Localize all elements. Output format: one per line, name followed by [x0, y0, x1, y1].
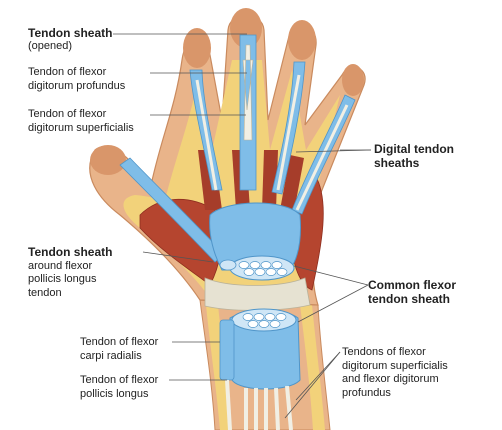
pollicis-longus-cross-section	[219, 259, 237, 271]
tendon-index	[195, 79, 218, 191]
label-common-flexor-sheath-line2: tendon sheath	[368, 292, 451, 306]
leader-common-a	[293, 265, 369, 286]
common-flexor-sheath-upper	[209, 202, 301, 271]
wrist-fat-right	[300, 305, 325, 430]
tendon-cross-sections-bottom	[242, 313, 287, 328]
forearm-tendons	[225, 379, 293, 430]
thumb-tip	[90, 145, 126, 175]
ring-fingertip	[288, 20, 316, 60]
label-digital-tendon-sheaths-line2: sheaths	[374, 156, 420, 170]
label-flexor-pollicis-longus-line1: Tendon of flexor	[80, 374, 159, 386]
lumbrical-3	[262, 150, 278, 210]
leader-pollicis-sheath	[142, 251, 214, 263]
label-flexor-carpi-radialis-line2: carpi radialis	[80, 349, 142, 362]
label-tendon-sheath-opened: Tendon sheath (opened)	[28, 26, 112, 54]
label-digital-tendon-sheaths-line1: Digital tendon	[374, 142, 454, 156]
tendon-little	[295, 104, 349, 211]
label-tendon-sheath-pollicis: Tendon sheath around flexor pollicis lon…	[28, 245, 113, 300]
flexor-retinaculum	[204, 277, 311, 311]
leader-digital-b	[295, 149, 372, 153]
label-tendons-flexor-digitorum-line1: Tendons of flexor	[342, 346, 426, 358]
label-flexor-superficialis: Tendon of flexor digitorum superficialis	[28, 108, 134, 135]
label-flexor-superficialis-line1: Tendon of flexor	[28, 108, 107, 120]
label-tendon-sheath-pollicis-line1: around flexor	[28, 259, 93, 272]
opened-sheath-tendons	[242, 44, 254, 141]
common-sheath-cross-section	[229, 255, 295, 281]
label-tendons-flexor-digitorum-line2: digitorum superficialis	[342, 359, 448, 372]
label-flexor-profundus: Tendon of flexor digitorum profundus	[28, 66, 125, 93]
leader-lines	[113, 33, 372, 419]
label-digital-tendon-sheaths: Digital tendon sheaths	[374, 142, 454, 170]
label-flexor-pollicis-longus: Tendon of flexor pollicis longus	[80, 374, 158, 401]
tendon-ring	[276, 74, 301, 191]
flexor-carpi-radialis-sheath	[219, 319, 235, 381]
little-fingertip	[342, 64, 364, 96]
leader-forearm-b	[284, 351, 341, 419]
leader-forearm-a	[295, 351, 341, 401]
leader-common-b	[297, 284, 369, 323]
lumbrical-4	[280, 155, 304, 212]
label-flexor-carpi-radialis: Tendon of flexor carpi radialis	[80, 336, 158, 363]
label-tendon-sheath-opened-title: Tendon sheath	[28, 26, 113, 40]
label-flexor-profundus-line2: digitorum profundus	[28, 79, 126, 92]
label-flexor-superficialis-line2: digitorum superficialis	[28, 121, 134, 134]
label-flexor-pollicis-longus-line2: pollicis longus	[80, 387, 149, 400]
index-fingertip	[183, 28, 211, 68]
label-common-flexor-sheath-line1: Common flexor	[368, 278, 457, 292]
label-tendon-sheath-pollicis-line3: tendon	[28, 286, 62, 299]
label-tendon-sheath-pollicis-line2: pollicis longus	[28, 273, 97, 285]
label-flexor-profundus-line1: Tendon of flexor	[28, 66, 107, 78]
label-tendon-sheath-pollicis-title: Tendon sheath	[28, 245, 113, 259]
tendon-cross-sections-top	[238, 261, 288, 276]
label-tendons-flexor-digitorum-line4: profundus	[342, 386, 391, 399]
label-flexor-carpi-radialis-line1: Tendon of flexor	[80, 336, 159, 348]
label-tendons-flexor-digitorum: Tendons of flexor digitorum superficiali…	[342, 346, 448, 400]
label-common-flexor-sheath: Common flexor tendon sheath	[368, 278, 456, 306]
label-tendons-flexor-digitorum-line3: and flexor digitorum	[342, 373, 439, 385]
label-tendon-sheath-opened-sub: (opened)	[28, 40, 73, 52]
wrist-fat-left	[206, 305, 232, 430]
